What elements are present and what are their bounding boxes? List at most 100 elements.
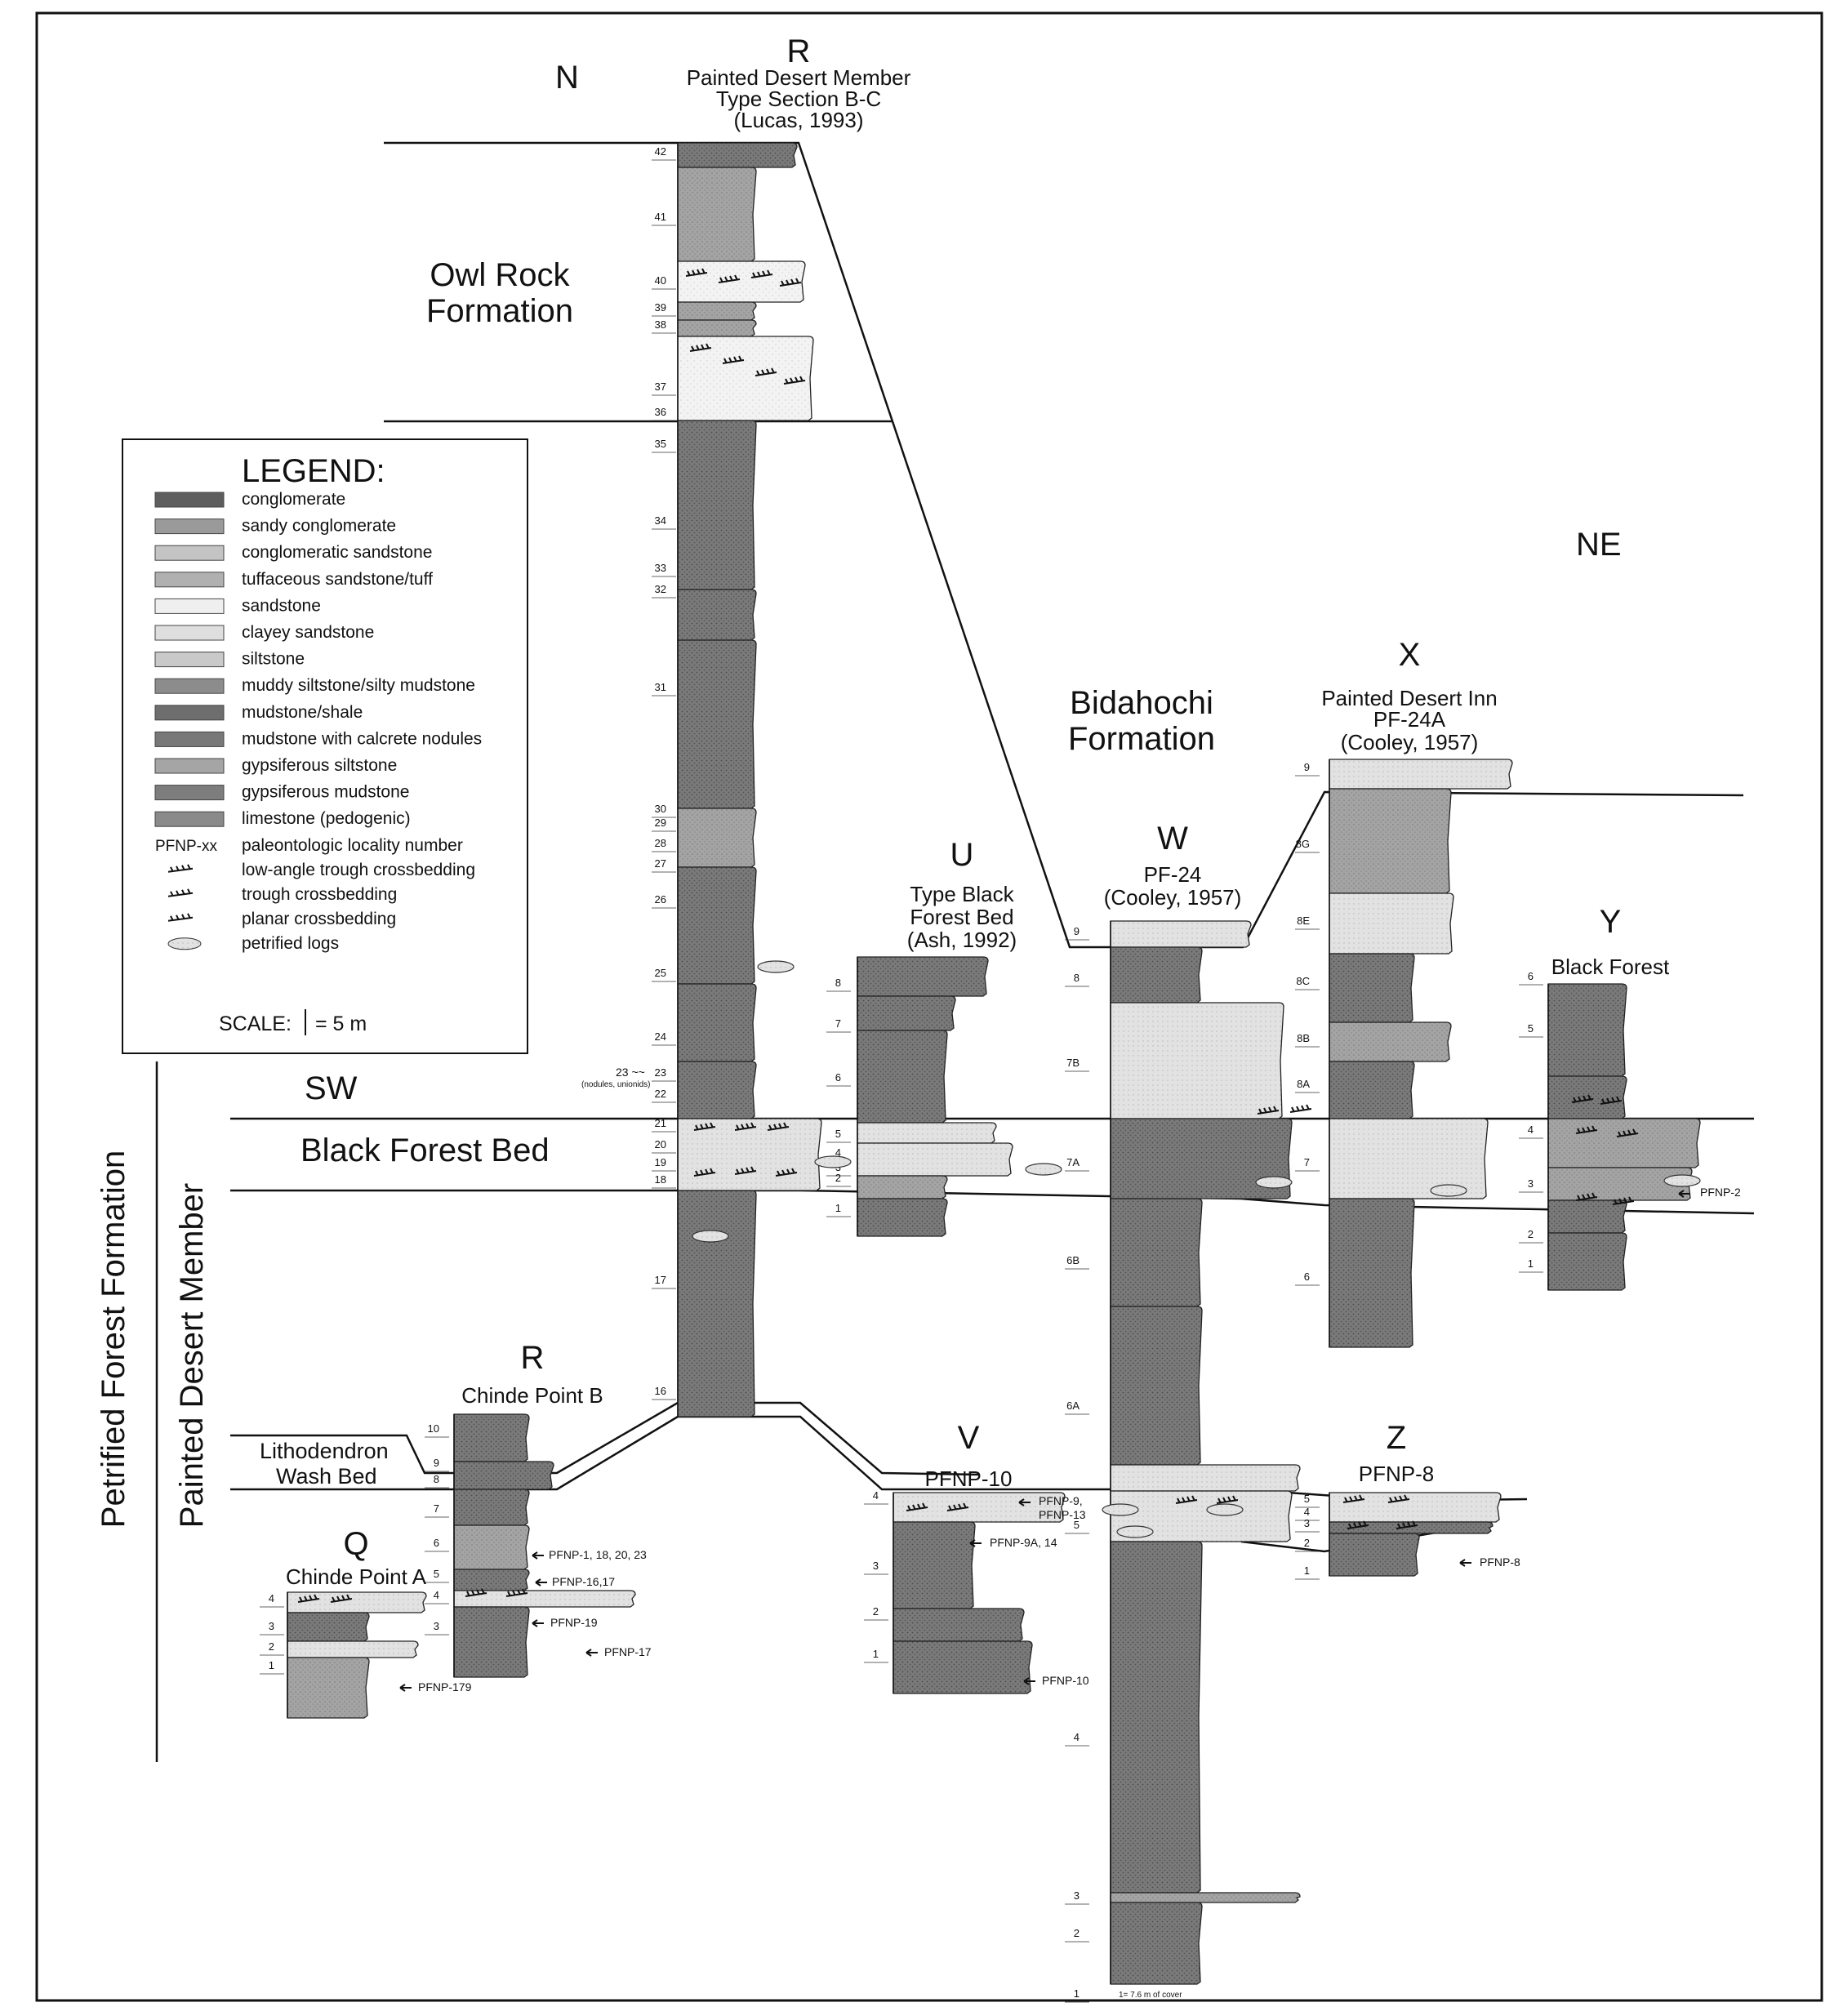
- unit-number-R1-38: 38: [655, 318, 666, 331]
- legend-symbol-label-0: paleontologic locality number: [242, 836, 463, 855]
- unit-number-U-6: 6: [835, 1071, 841, 1084]
- unit-number-W-6B: 6B: [1066, 1254, 1080, 1266]
- crossbed-mark-5: [722, 355, 745, 364]
- unit-number-Z-2: 2: [1304, 1537, 1310, 1549]
- legend-label-6: siltstone: [242, 650, 305, 669]
- section-columns: 4241403938373635343332313029282726252423…: [260, 142, 1701, 2003]
- unit-number-X-8G: 8G: [1296, 838, 1310, 850]
- crossbed-mark-8: [693, 1168, 716, 1177]
- crossbed-mark-20: [1575, 1192, 1598, 1201]
- crossbed-mark-21: [1612, 1196, 1635, 1205]
- section-column-Q: [287, 1591, 427, 1719]
- loc-r2-c: PFNP-19: [550, 1616, 598, 1629]
- correlation-line-3: [230, 1189, 1755, 1215]
- bed-R2-4: [453, 1569, 530, 1591]
- correlation-line-6: [1240, 1525, 1471, 1553]
- bed-R1-0: [677, 142, 798, 168]
- bed-X-7: [1329, 1198, 1415, 1348]
- unit-number-X-6: 6: [1304, 1271, 1310, 1283]
- unit-number-R1-26: 26: [655, 893, 666, 906]
- bed-R2-1: [453, 1461, 554, 1490]
- crossbed-mark-3: [779, 278, 802, 287]
- section-column-Z: [1329, 1492, 1502, 1577]
- crossbed-mark-4: [689, 343, 712, 352]
- section-column-U: [857, 956, 1013, 1237]
- owl-rock-label: Owl Rock: [430, 257, 570, 293]
- legend-swatch-4: [154, 598, 225, 614]
- legend-label-11: gypsiferous mudstone: [242, 783, 409, 802]
- correlation-line-4: [230, 1415, 1528, 1502]
- crossbed-mark-15: [1289, 1104, 1312, 1113]
- unit-number-R1-16: 16: [655, 1385, 666, 1397]
- crossbed-mark-12: [734, 1122, 757, 1131]
- unit-number-Q-3: 3: [269, 1620, 274, 1632]
- unit-number-R1-41: 41: [655, 211, 666, 223]
- loc-v-c: PFNP-9A, 14: [990, 1536, 1057, 1549]
- unit-number-U-2: 2: [835, 1172, 841, 1184]
- crossbed-mark-11: [693, 1122, 716, 1131]
- unit-number-R1-18: 18: [655, 1173, 666, 1186]
- bed-Q-2: [287, 1640, 419, 1658]
- unit-number-Z-1: 1: [1304, 1564, 1310, 1577]
- bed-Y-0: [1547, 983, 1627, 1077]
- crossbed-mark-24: [297, 1594, 320, 1603]
- bed-W-1: [1110, 946, 1203, 1004]
- petrified-log-1: [1025, 1163, 1062, 1176]
- loc-r1-23: 23 ~~: [616, 1066, 645, 1079]
- locality-arrow-8: [1023, 1677, 1035, 1685]
- bidahochi-label: Bidahochi: [1070, 685, 1213, 721]
- section-title-U: U Type Black Forest Bed (Ash, 1992): [907, 837, 1017, 952]
- unit-number-R1-20: 20: [655, 1138, 666, 1150]
- legend-title: LEGEND:: [242, 453, 385, 489]
- petrified-log-4: [1663, 1174, 1701, 1187]
- legend-label-4: sandstone: [242, 596, 321, 615]
- legend-label-1: sandy conglomerate: [242, 517, 396, 536]
- petrified-log-5: [1206, 1503, 1244, 1516]
- unit-number-Z-5: 5: [1304, 1493, 1310, 1505]
- unit-number-Z-4: 4: [1304, 1506, 1310, 1518]
- bed-R1-7: [677, 589, 757, 641]
- unit-number-R1-29: 29: [655, 817, 666, 829]
- section-column-V: [893, 1492, 1066, 1694]
- bed-U-0: [857, 956, 989, 997]
- unit-number-R2-9: 9: [434, 1457, 439, 1469]
- bed-Y-2: [1547, 1118, 1701, 1168]
- unit-number-R1-33: 33: [655, 562, 666, 574]
- svg-text:Type Black: Type Black: [910, 882, 1014, 906]
- bed-W-5: [1110, 1306, 1203, 1466]
- legend-swatch-1: [154, 518, 225, 535]
- direction-ne: NE: [1576, 527, 1622, 563]
- locality-arrow-9: [1459, 1559, 1471, 1567]
- bed-R2-3: [453, 1524, 530, 1570]
- bed-R2-0: [453, 1413, 530, 1462]
- loc-w-cover: 1= 7.6 m of cover: [1119, 1991, 1182, 2000]
- unit-number-W-7B: 7B: [1066, 1057, 1080, 1069]
- unit-number-R1-31: 31: [655, 681, 666, 693]
- unit-number-R2-4: 4: [434, 1589, 439, 1601]
- legend-scale-label: SCALE:: [219, 1012, 292, 1035]
- unit-number-R2-10: 10: [428, 1422, 439, 1435]
- bed-X-4: [1329, 1021, 1452, 1062]
- crossbed-mark-32: [1175, 1495, 1198, 1504]
- unit-number-R2-6: 6: [434, 1537, 439, 1549]
- bed-Z-1: [1329, 1521, 1494, 1534]
- petrified-log-9: [692, 1230, 729, 1243]
- bed-X-3: [1329, 953, 1415, 1023]
- unit-number-U-5: 5: [835, 1128, 841, 1140]
- bed-X-5: [1329, 1061, 1415, 1119]
- bed-X-1: [1329, 788, 1452, 894]
- bed-Z-2: [1329, 1533, 1420, 1577]
- bed-R1-4: [677, 319, 757, 337]
- svg-text:R: R: [521, 1340, 545, 1376]
- locality-arrow-6: [1018, 1498, 1031, 1506]
- bed-Q-0: [287, 1591, 427, 1613]
- crossbed-mark-13: [767, 1122, 790, 1131]
- legend-label-3: tuffaceous sandstone/tuff: [242, 570, 433, 589]
- unit-number-U-4: 4: [835, 1146, 841, 1159]
- crossbed-mark-10: [775, 1168, 798, 1177]
- lithodendron-label: Lithodendron: [260, 1439, 389, 1463]
- unit-number-R1-27: 27: [655, 857, 666, 870]
- svg-text:Chinde Point B: Chinde Point B: [461, 1383, 603, 1408]
- locality-arrow-3: [532, 1619, 544, 1627]
